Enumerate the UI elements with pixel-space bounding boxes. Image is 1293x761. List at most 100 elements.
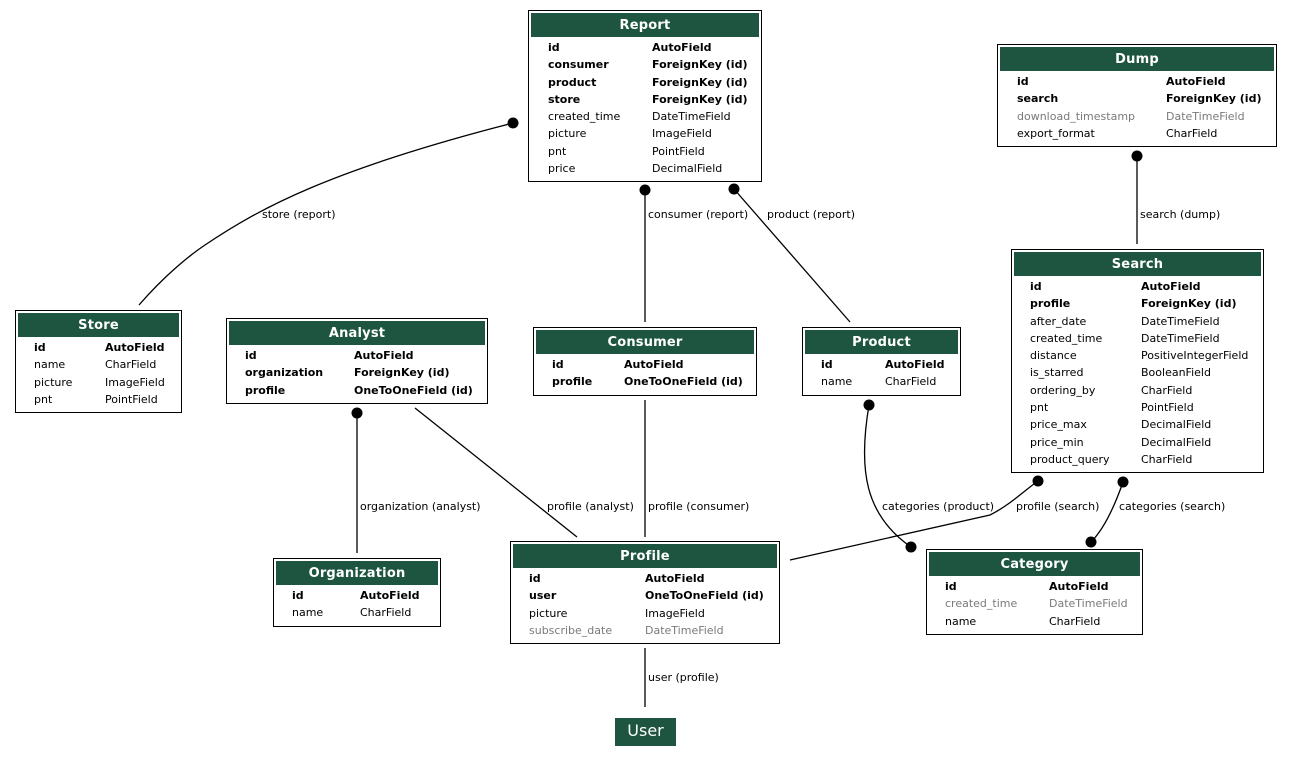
endpoint-dot (1032, 475, 1044, 487)
model-title: Search (1013, 251, 1262, 277)
field-name: picture (548, 127, 587, 141)
field-name: pnt (548, 144, 567, 158)
field-type: PositiveIntegerField (1141, 349, 1249, 363)
field-name: pnt (1030, 401, 1049, 415)
endpoint-dot (1117, 476, 1129, 488)
field-name: search (1017, 92, 1059, 106)
field-type: BooleanField (1141, 366, 1211, 380)
field-type: AutoField (1141, 280, 1201, 293)
model-title: Analyst (228, 320, 486, 346)
field-name: id (34, 341, 46, 354)
field-type: AutoField (645, 572, 705, 585)
field-name: price_min (1030, 435, 1084, 449)
field-type: DateTimeField (1049, 597, 1128, 611)
field-name: export_format (1017, 126, 1095, 140)
edge-profile-analyst (414, 407, 578, 538)
edge-label-consumer-report: consumer (report) (648, 208, 748, 221)
field-name: price (548, 162, 576, 176)
field-type: AutoField (105, 341, 165, 354)
field-row: name CharField (275, 604, 439, 621)
field-type: CharField (360, 606, 412, 620)
field-row: download_timestamp DateTimeField (999, 108, 1275, 125)
endpoint-dot (863, 399, 875, 411)
field-name: store (548, 92, 581, 106)
model-title: Consumer (535, 329, 755, 355)
field-name: is_starred (1030, 366, 1084, 380)
field-name: id (821, 358, 833, 371)
field-name: id (548, 41, 560, 54)
field-type: ImageField (105, 375, 165, 389)
field-type: DecimalField (652, 162, 723, 176)
field-type: DateTimeField (645, 623, 724, 637)
field-type: ForeignKey (id) (354, 366, 450, 380)
field-type: DateTimeField (1141, 331, 1220, 345)
edge-label-profile-consumer: profile (consumer) (648, 500, 749, 513)
field-type: DateTimeField (652, 110, 731, 124)
model-title: Profile (512, 543, 778, 569)
edge-categories-search (1090, 481, 1124, 543)
model-title: Store (17, 312, 180, 338)
field-row: id AutoField (928, 578, 1141, 595)
field-name: id (945, 580, 957, 593)
field-type: AutoField (1049, 580, 1109, 593)
edge-label-store-report: store (report) (262, 208, 336, 221)
edge-label-organization-analyst: organization (analyst) (360, 500, 481, 513)
field-type: PointField (652, 144, 705, 158)
field-name: name (821, 375, 853, 389)
field-type: OneToOneField (id) (354, 383, 473, 397)
field-type: CharField (105, 358, 157, 372)
field-row: name CharField (17, 356, 180, 373)
field-name: product (548, 75, 597, 89)
field-name: download_timestamp (1017, 109, 1136, 123)
field-name: id (552, 358, 564, 371)
field-name: name (292, 606, 324, 620)
field-type: DateTimeField (1141, 314, 1220, 328)
field-row: id AutoField (804, 356, 959, 373)
model-title: Organization (275, 560, 439, 586)
field-name: id (1030, 280, 1042, 293)
field-row: pnt PointField (530, 143, 760, 160)
model-title: Dump (999, 46, 1275, 72)
field-type: DateTimeField (1166, 109, 1245, 123)
field-type: PointField (1141, 401, 1194, 415)
field-row: price DecimalField (530, 160, 760, 177)
field-name: product_query (1030, 452, 1110, 466)
field-row: is_starred BooleanField (1013, 364, 1262, 381)
field-type: ForeignKey (id) (652, 58, 748, 72)
field-type: AutoField (885, 358, 945, 371)
field-type: CharField (1166, 126, 1218, 140)
field-name: name (34, 358, 66, 372)
field-row: id AutoField (17, 339, 180, 356)
model-title: Product (804, 329, 959, 355)
field-name: picture (529, 606, 568, 620)
field-row: id AutoField (1013, 278, 1262, 295)
field-type: CharField (1141, 383, 1193, 397)
field-type: PointField (105, 392, 158, 406)
